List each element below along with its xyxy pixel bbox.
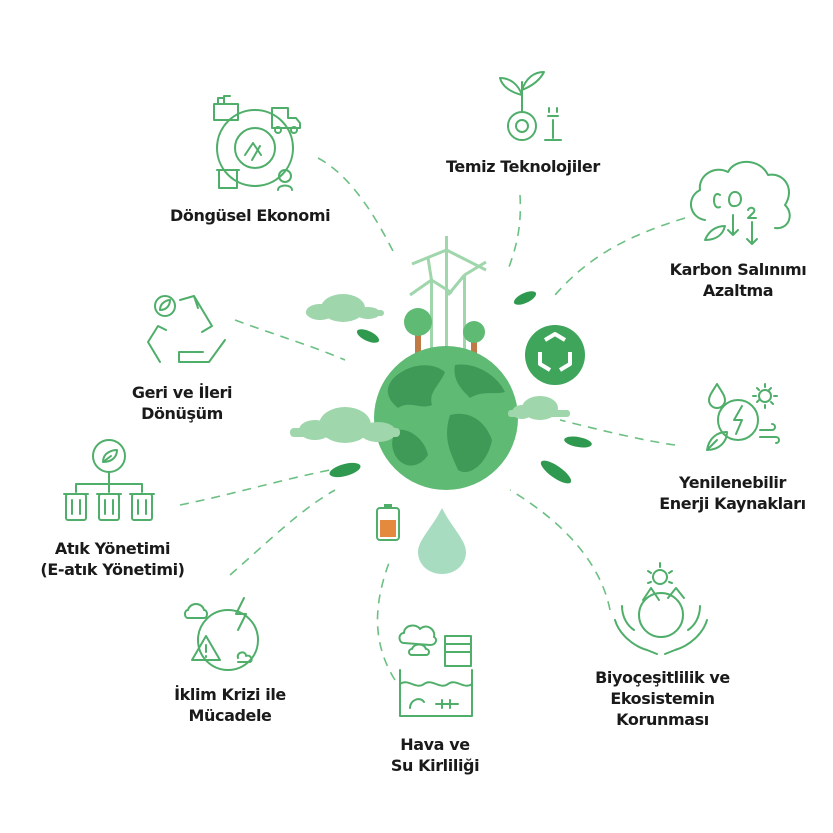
- label-line: Korunması: [616, 710, 709, 729]
- connector-lines: [179, 157, 686, 681]
- label-biyo: Biyoçeşitlilik ve Ekosistemin Korunması: [585, 667, 740, 730]
- label-line: Yenilenebilir: [678, 473, 787, 492]
- leaves: [329, 291, 592, 484]
- label-line: Su Kirliliği: [390, 756, 480, 775]
- label-line: Dönüşüm: [141, 404, 223, 423]
- label-atik: Atık Yönetimi (E-atık Yönetimi): [30, 538, 195, 580]
- wind-turbines: [409, 236, 487, 350]
- label-line: Azaltma: [702, 281, 774, 300]
- label-line: Karbon Salınımı: [669, 260, 807, 279]
- connector-iklim: [229, 489, 336, 576]
- waste-bins-icon: [63, 439, 155, 521]
- center-illustration: [290, 236, 592, 574]
- connector-yenilenebilir: [559, 419, 676, 446]
- connector-hava: [376, 559, 396, 681]
- label-line: Döngüsel Ekonomi: [170, 206, 331, 225]
- connector-atik: [179, 469, 331, 506]
- label-line: Mücadele: [188, 706, 272, 725]
- cloud-right: [508, 396, 570, 420]
- label-temiz: Temiz Teknolojiler: [446, 156, 600, 177]
- connector-geri: [234, 319, 346, 361]
- plant-gear-plug-icon: [499, 71, 562, 141]
- label-line: Geri ve İleri: [131, 383, 233, 402]
- label-line: Hava ve: [400, 735, 470, 754]
- label-line: Atık Yönetimi: [54, 539, 171, 558]
- trees: [404, 308, 485, 355]
- label-dongusel: Döngüsel Ekonomi: [170, 205, 331, 226]
- battery-icon: [376, 504, 400, 541]
- topic-icons: [63, 71, 791, 717]
- polluted-water-icon: [398, 624, 473, 717]
- connector-karbon: [554, 217, 686, 296]
- recycle-arrows-icon: [147, 295, 226, 363]
- label-karbon: Karbon Salınımı Azaltma: [668, 259, 808, 301]
- circular-economy-icon: [213, 95, 301, 191]
- renewable-energy-icon: [706, 383, 780, 451]
- label-line: İklim Krizi ile: [174, 685, 286, 704]
- label-iklim: İklim Krizi ile Mücadele: [160, 684, 300, 726]
- label-geri: Geri ve İleri Dönüşüm: [112, 382, 252, 424]
- label-line: Enerji Kaynakları: [659, 494, 806, 513]
- water-drop: [418, 508, 466, 574]
- label-hava: Hava ve Su Kirliliği: [375, 734, 495, 776]
- label-line: (E-atık Yönetimi): [40, 560, 185, 579]
- label-line: Temiz Teknolojiler: [446, 157, 600, 176]
- label-line: Ekosistemin: [610, 689, 715, 708]
- hands-globe-icon: [614, 562, 708, 655]
- cloud-left-top: [306, 294, 384, 322]
- connector-biyo: [509, 489, 611, 611]
- cloud-left-bottom: [290, 407, 400, 443]
- climate-warning-icon: [184, 597, 259, 671]
- earth-globe: [374, 346, 518, 490]
- label-yenilenebilir: Yenilenebilir Enerji Kaynakları: [650, 472, 815, 514]
- label-line: Biyoçeşitlilik ve: [595, 668, 730, 687]
- co2-cloud-icon: [690, 160, 791, 245]
- connector-temiz: [507, 194, 522, 271]
- recycle-badge: [525, 325, 585, 385]
